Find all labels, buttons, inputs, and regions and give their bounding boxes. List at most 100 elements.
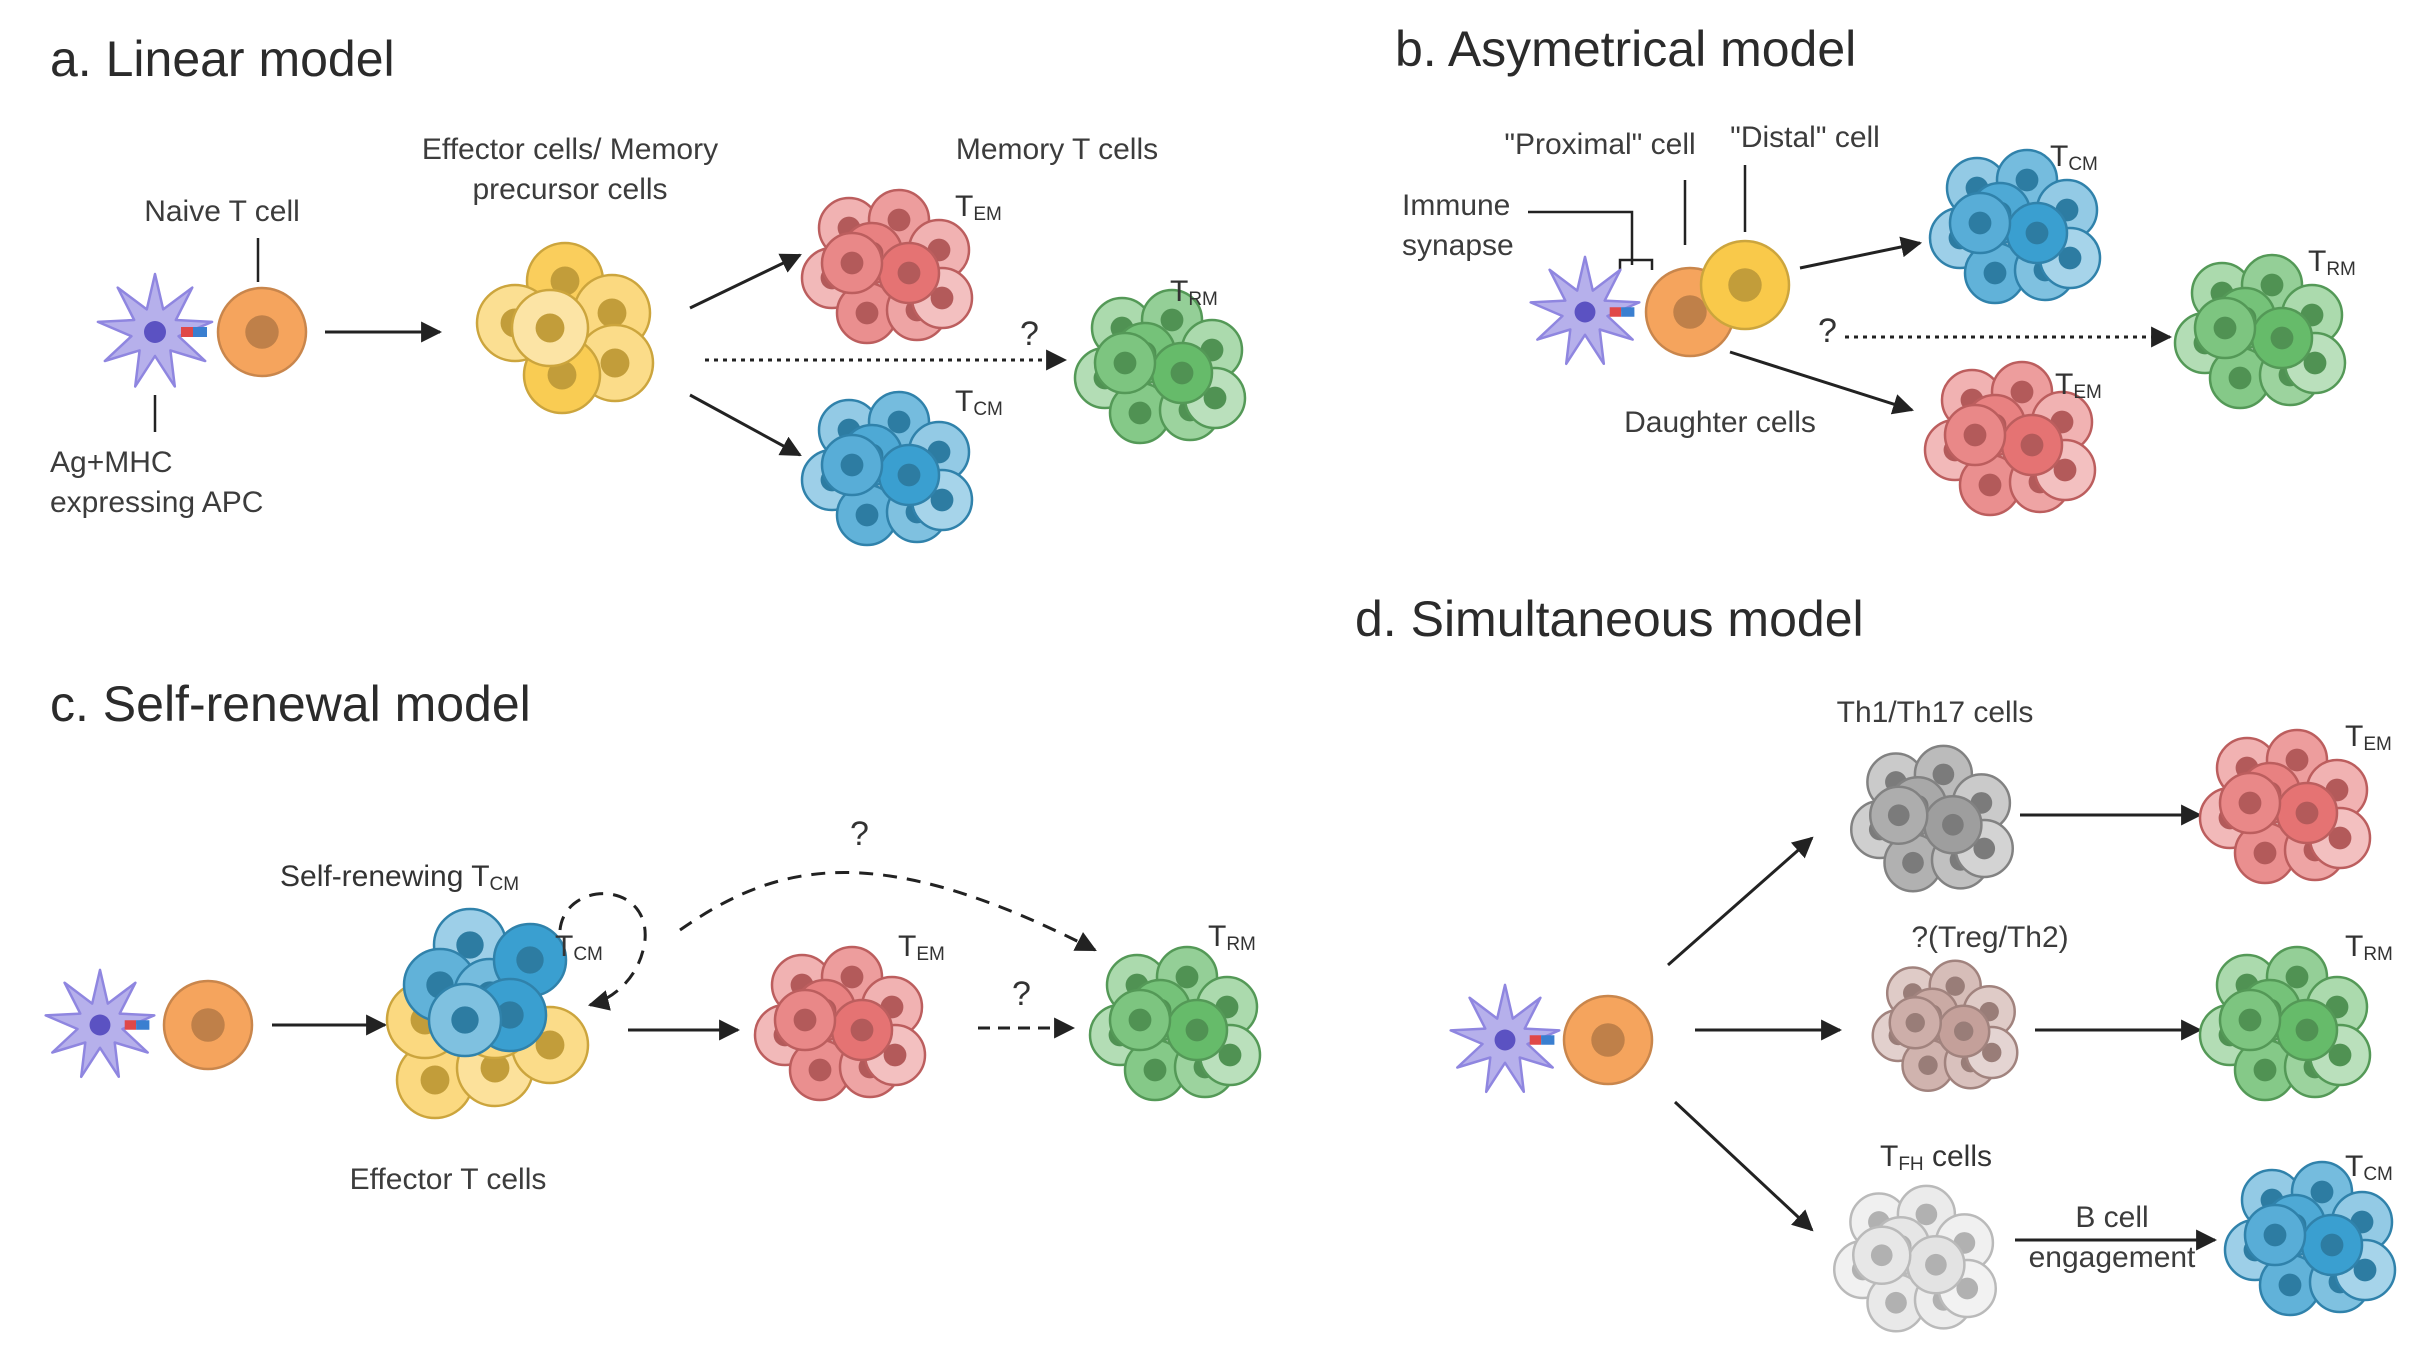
cluster-cell	[1936, 1004, 1991, 1058]
d-tcm-label: TCM	[2345, 1150, 2393, 1185]
b-cell-engagement-label: B cell engagement	[2028, 1201, 2196, 1274]
d-tem-label: TEM	[2345, 720, 2392, 755]
a-question-mark: ?	[1020, 315, 1039, 353]
c-question-mid: ?	[1012, 975, 1031, 1013]
arrow-a-to-tem	[689, 253, 802, 310]
c-tcm-label: TCM	[555, 930, 603, 965]
panel-d-title: d. Simultaneous model	[1355, 591, 1864, 647]
panel-a-title: a. Linear model	[50, 31, 395, 87]
self-renewing-tcm-label: Self-renewing TCM	[280, 860, 520, 895]
cluster-cell	[2300, 1213, 2364, 1277]
cluster-cell	[2005, 201, 2069, 265]
b-trm-cluster	[2173, 253, 2347, 410]
d-trm-cluster	[2198, 945, 2372, 1102]
a-tem-cluster	[800, 188, 974, 345]
panel-c-title: c. Self-renewal model	[50, 676, 531, 732]
arrows-layer	[153, 165, 2218, 1251]
b-tcm-label: TCM	[2050, 140, 2098, 175]
cluster-cell	[2000, 413, 2064, 477]
cluster-cell	[1943, 403, 2007, 467]
apc-dendritic-cell	[1449, 983, 1561, 1094]
cluster-cell	[877, 241, 941, 305]
cluster-cell	[2208, 346, 2272, 410]
arrow-b-to-tcm	[1799, 236, 1923, 270]
b-trm-label: TRM	[2308, 245, 2356, 280]
immune-synapse-label: Immune synapse	[1402, 189, 1514, 262]
cluster-cell	[2275, 781, 2339, 845]
self-renewal-loop	[558, 892, 647, 1011]
cluster-cell	[2275, 998, 2339, 1062]
naive-t-cell-c	[162, 979, 254, 1071]
apc-dendritic-cell	[1529, 255, 1641, 366]
d-th1-cluster	[1850, 744, 2014, 893]
cluster-cell	[2218, 988, 2282, 1052]
effector-cell	[395, 1040, 475, 1120]
cluster-cell	[1108, 988, 1172, 1052]
naive-t-cell-d	[1562, 994, 1654, 1086]
tcm-cell	[427, 982, 503, 1058]
cluster-cell	[1954, 818, 2014, 879]
c-tem-cluster	[753, 945, 927, 1102]
d-trm-label: TRM	[2345, 930, 2393, 965]
cluster-cell	[1888, 996, 1942, 1050]
apc-dendritic-cell	[44, 968, 156, 1079]
cluster-cell	[2193, 296, 2257, 360]
cluster-cell	[1923, 795, 1983, 855]
cluster-cell	[835, 483, 899, 547]
cluster-cell	[1150, 341, 1214, 405]
a-tcm-label: TCM	[955, 385, 1003, 420]
cells-layer	[44, 148, 2397, 1333]
distal-cell-label: "Distal" cell	[1730, 121, 1880, 154]
cluster-cell	[2233, 1038, 2297, 1102]
arrow-b-to-tem	[1729, 350, 1915, 415]
synapse-bracket	[1618, 258, 1654, 270]
th1-th17-label: Th1/Th17 cells	[1836, 696, 2034, 729]
c-question-top: ?	[850, 815, 869, 853]
cluster-cell	[1093, 331, 1157, 395]
c-trm-cluster	[1088, 945, 1262, 1102]
cluster-cell	[877, 443, 941, 507]
a-trm-cluster	[1073, 288, 1247, 445]
d-tfh-cluster	[1833, 1184, 1997, 1333]
cluster-cell	[1852, 1225, 1912, 1285]
arrow-d-to-tfh	[1673, 1100, 1814, 1232]
daughter-cells-label: Daughter cells	[1624, 406, 1816, 439]
b-tem-cluster	[1923, 360, 2097, 517]
cluster-cell	[2218, 771, 2282, 835]
cluster-cell	[830, 998, 894, 1062]
a-trm-label: TRM	[1170, 275, 1218, 310]
b-tcm-cluster	[1928, 148, 2102, 305]
apc-dendritic-cell	[96, 272, 214, 388]
d-treg-cluster	[1871, 959, 2019, 1092]
cluster-cell	[1165, 998, 1229, 1062]
memory-t-cells-label: Memory T cells	[955, 133, 1159, 166]
cluster-cell	[820, 433, 884, 497]
b-question-mark: ?	[1818, 312, 1837, 350]
cluster-cell	[820, 231, 884, 295]
c-tem-label: TEM	[898, 930, 945, 965]
naive-t-cell	[216, 286, 308, 378]
cluster-cell	[773, 988, 837, 1052]
apc-label: Ag+MHC expressing APC	[50, 446, 264, 519]
cluster-cell	[2250, 306, 2314, 370]
d-tem-cluster	[2198, 728, 2372, 885]
b-tem-label: TEM	[2055, 368, 2102, 403]
effector-t-cells-label: Effector T cells	[349, 1163, 547, 1196]
treg-th2-label: ?(Treg/Th2)	[1911, 921, 2069, 954]
tfh-cells-label: TFH cells	[1880, 1140, 1993, 1175]
a-tcm-cluster	[800, 390, 974, 547]
d-tcm-cluster	[2223, 1160, 2397, 1317]
effector-cell	[510, 288, 590, 368]
cluster-cell	[1869, 785, 1929, 845]
proximal-cell-label: "Proximal" cell	[1504, 128, 1696, 161]
cluster-cell	[835, 281, 899, 345]
effector-cluster	[475, 241, 655, 415]
c-trm-label: TRM	[1208, 920, 1256, 955]
cluster-cell	[2233, 821, 2297, 885]
cluster-cell	[1948, 191, 2012, 255]
self-renewing-cluster	[385, 907, 590, 1120]
arrow-d-to-th1	[1667, 836, 1814, 967]
panel-b-title: b. Asymetrical model	[1395, 21, 1857, 77]
arrow-a-to-tcm	[689, 393, 802, 457]
